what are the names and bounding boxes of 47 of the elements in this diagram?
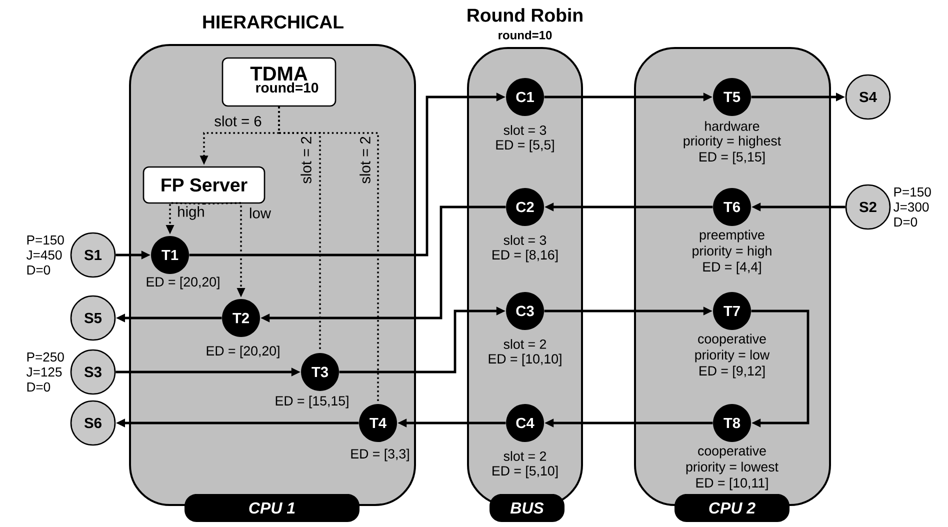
parameter-label: P=250 bbox=[27, 352, 64, 362]
parameter-label: ED = [9,12] bbox=[700, 366, 765, 378]
parameter-label: ED = [3,3] bbox=[351, 448, 409, 462]
parameter-label: ED = [4,4] bbox=[703, 262, 761, 274]
parameter-label: slot = 2 bbox=[504, 339, 546, 349]
parameter-label: P=150 bbox=[894, 187, 931, 197]
heading: Round Robin bbox=[468, 8, 582, 22]
heading: HIERARCHICAL bbox=[203, 15, 344, 29]
parameter-label: ED = [20,20] bbox=[146, 276, 220, 290]
tab-label: CPU 2 bbox=[674, 494, 790, 522]
parameter-label: cooperative bbox=[698, 446, 766, 458]
parameter-label: ED = [20,20] bbox=[206, 346, 280, 358]
subheading: round=10 bbox=[498, 30, 552, 40]
edge-label: slot = 2 bbox=[358, 134, 372, 186]
parameter-label: J=300 bbox=[893, 202, 929, 212]
edge-label: high bbox=[176, 204, 206, 222]
parameter-label: J=450 bbox=[26, 250, 62, 260]
parameter-label: slot = 3 bbox=[504, 235, 546, 245]
parameter-label: D=0 bbox=[27, 382, 50, 392]
parameter-label: ED = [10,11] bbox=[696, 478, 768, 490]
parameter-label: priority = high bbox=[692, 246, 772, 258]
parameter-label: P=150 bbox=[27, 235, 64, 245]
parameter-label: ED = [5,10] bbox=[492, 466, 558, 478]
parameter-label: priority = low bbox=[695, 350, 770, 362]
tab-label: BUS bbox=[490, 494, 564, 522]
parameter-label: hardware bbox=[705, 121, 760, 131]
parameter-label: cooperative bbox=[698, 334, 766, 346]
edge-label: slot = 2 bbox=[299, 134, 313, 186]
parameter-label: ED = [15,15] bbox=[276, 396, 348, 408]
parameter-label: priority = highest bbox=[684, 136, 781, 148]
parameter-label: ED = [5,15] bbox=[700, 152, 765, 164]
edge-label: slot = 6 bbox=[212, 114, 264, 128]
edge-label: low bbox=[248, 206, 272, 220]
tab-label: CPU 1 bbox=[184, 494, 360, 522]
parameter-label: ED = [10,10] bbox=[488, 354, 562, 366]
process-box: FP Server bbox=[142, 166, 266, 204]
parameter-label: J=125 bbox=[26, 367, 62, 377]
parameter-label: ED = [8,16] bbox=[492, 250, 558, 262]
parameter-label: slot = 3 bbox=[504, 125, 546, 135]
parameter-label: preemptive bbox=[700, 230, 764, 242]
parameter-label: slot = 2 bbox=[504, 451, 546, 461]
parameter-label: D=0 bbox=[27, 265, 50, 275]
parameter-label: D=0 bbox=[894, 217, 918, 227]
parameter-label: ED = [5,5] bbox=[496, 140, 554, 152]
arrow bbox=[751, 310, 810, 428]
process-box: TDMA round=10 bbox=[222, 57, 336, 107]
parameter-label: priority = lowest bbox=[686, 462, 778, 474]
